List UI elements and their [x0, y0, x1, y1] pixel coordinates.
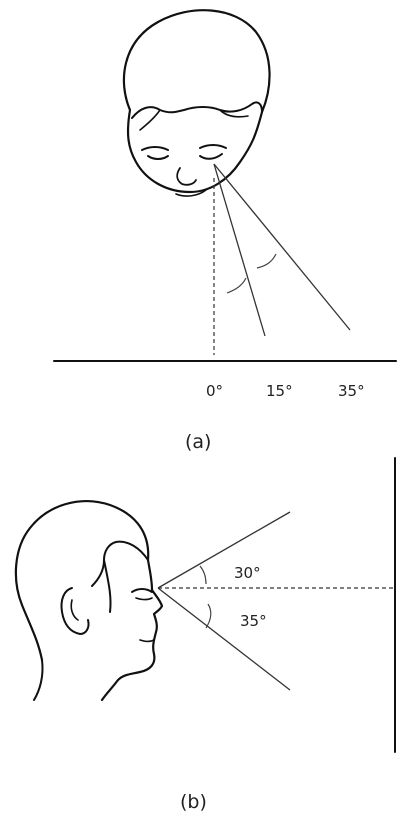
panel-a: 0° 15° 35° (a)	[53, 9, 397, 453]
front-head-drawing	[122, 9, 271, 197]
caption-a: (a)	[185, 431, 211, 453]
line-35-deg	[213, 163, 351, 331]
caption-b: (b)	[180, 791, 207, 813]
label-0-deg: 0°	[206, 382, 223, 400]
label-35-deg: 35°	[338, 382, 365, 400]
line-down-35-deg	[157, 587, 291, 691]
arc-30-deg	[199, 565, 207, 585]
label-35-deg-down: 35°	[240, 612, 267, 630]
line-up-30-deg	[157, 511, 291, 589]
line-15-deg	[213, 163, 266, 337]
arc-15-deg	[226, 277, 247, 294]
label-30-deg: 30°	[234, 564, 261, 582]
side-head-drawing	[14, 500, 164, 702]
arc-35-deg	[256, 253, 277, 269]
panel-b: 30° 35° (b)	[14, 457, 396, 813]
arc-35-deg-down	[205, 603, 212, 629]
label-15-deg: 15°	[266, 382, 293, 400]
